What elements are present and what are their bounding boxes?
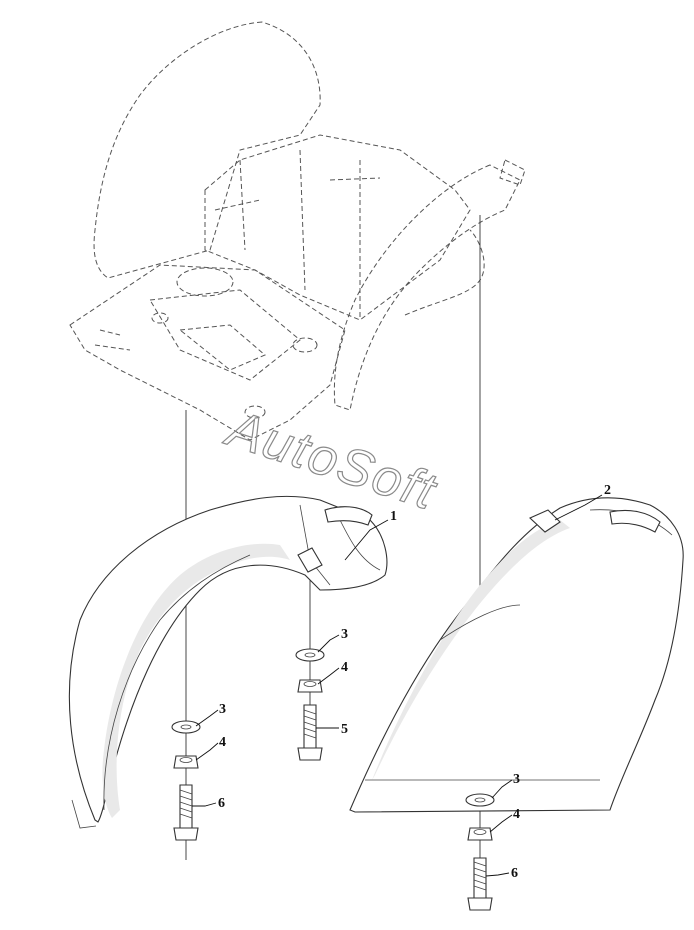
callout-4-middle: 4	[341, 660, 348, 675]
washer-3-left	[171, 720, 201, 734]
callout-4-left: 4	[219, 735, 226, 750]
callout-6-right: 6	[511, 866, 518, 881]
callout-3-left: 3	[219, 702, 226, 717]
washer-3-right	[465, 793, 495, 807]
bolt-6-left	[179, 784, 193, 829]
hardware-right	[465, 793, 495, 911]
fender-left	[68, 495, 388, 829]
callout-3-middle: 3	[341, 627, 348, 642]
phantom-cab-floor	[69, 134, 471, 441]
callout-2: 2	[604, 483, 611, 498]
phantom-wheel	[93, 21, 321, 279]
bolt-5	[303, 704, 317, 749]
hardware-left	[171, 720, 201, 841]
callout-labels: 1 2 3 4 5 3 4 6 3 4 6	[218, 483, 611, 881]
hardware-middle	[295, 648, 325, 761]
phantom-fender-installed	[333, 159, 526, 411]
callout-leaders	[192, 494, 603, 877]
callout-1: 1	[390, 509, 397, 524]
callout-5: 5	[341, 722, 348, 737]
fender-right	[349, 497, 684, 813]
callout-6-left: 6	[218, 796, 225, 811]
callout-4-right: 4	[513, 807, 520, 822]
callout-3-right: 3	[513, 772, 520, 787]
washer-3-middle	[295, 648, 325, 662]
